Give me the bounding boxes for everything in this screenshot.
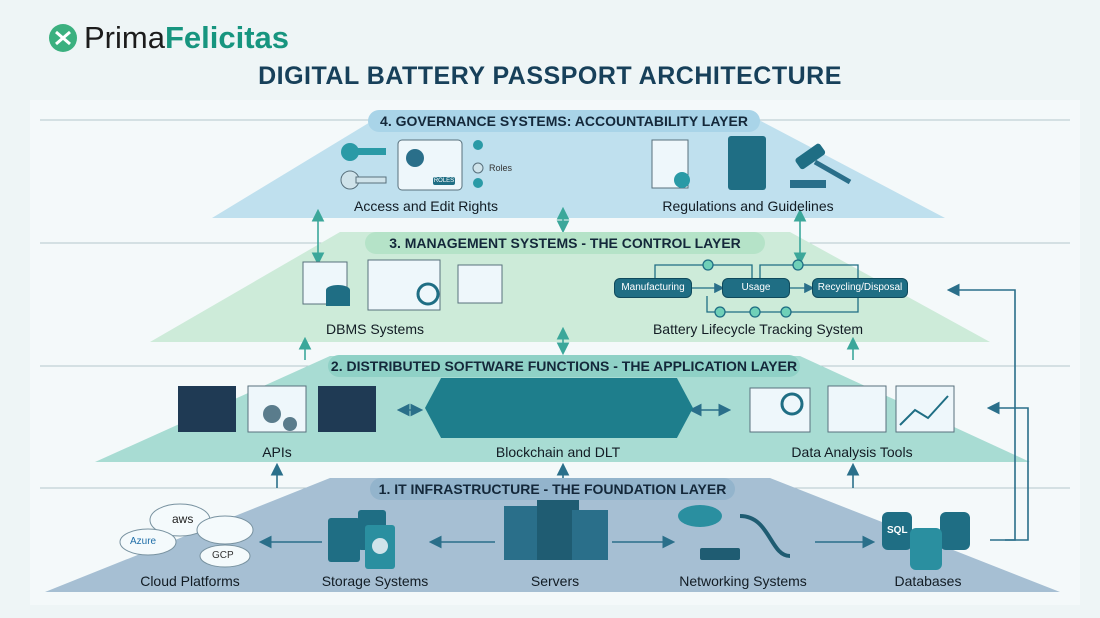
networking-systems-label: Networking Systems bbox=[679, 573, 807, 589]
lifecycle-node-usage: Usage bbox=[722, 278, 790, 298]
access-edit-rights-label: Access and Edit Rights bbox=[354, 198, 498, 214]
inter-layer-arrows bbox=[298, 206, 860, 360]
roles-badge: ROLES bbox=[433, 178, 455, 184]
keys-icon bbox=[340, 143, 387, 190]
blockchain-dlt-label: Blockchain and DLT bbox=[495, 444, 621, 460]
aws-cloud-label: aws bbox=[172, 512, 194, 526]
cloud-platforms-label: Cloud Platforms bbox=[140, 573, 240, 589]
apis-label: APIs bbox=[262, 444, 292, 460]
cloud-platforms-icon bbox=[119, 503, 254, 568]
brand-name-part1: Prima bbox=[84, 20, 165, 55]
data-analysis-tools-label: Data Analysis Tools bbox=[791, 444, 913, 460]
sql-db-label: SQL bbox=[887, 525, 908, 536]
storage-systems-label: Storage Systems bbox=[321, 573, 429, 589]
dbms-icon bbox=[302, 259, 503, 311]
lifecycle-tracking-label: Battery Lifecycle Tracking System bbox=[652, 321, 864, 337]
regulation-documents-icon bbox=[651, 136, 766, 190]
databases-label: Databases bbox=[894, 573, 962, 589]
layer-2-heading: 2. DISTRIBUTED SOFTWARE FUNCTIONS - THE … bbox=[328, 355, 800, 377]
brand-logo: PrimaFelicitas bbox=[48, 20, 289, 56]
api-code-icon bbox=[178, 385, 376, 433]
infra-arrows bbox=[258, 283, 1029, 549]
page-title: DIGITAL BATTERY PASSPORT ARCHITECTURE bbox=[258, 62, 842, 90]
roles-side-label: Roles bbox=[489, 163, 513, 173]
regulations-guidelines-label: Regulations and Guidelines bbox=[662, 198, 834, 214]
layer-1-heading: 1. IT INFRASTRUCTURE - THE FOUNDATION LA… bbox=[370, 478, 735, 500]
databases-icon bbox=[882, 512, 970, 570]
servers-label: Servers bbox=[530, 573, 580, 589]
storage-icon bbox=[328, 510, 395, 569]
networking-icon bbox=[678, 505, 791, 560]
brand-logo-icon bbox=[49, 24, 77, 52]
lifecycle-node-recycling: Recycling/Disposal bbox=[812, 278, 908, 298]
blockchain-cubes-icon bbox=[425, 378, 693, 438]
dbms-systems-label: DBMS Systems bbox=[325, 321, 425, 337]
data-analysis-icon bbox=[749, 385, 955, 433]
servers-icon bbox=[504, 500, 608, 560]
layer-4-heading: 4. GOVERNANCE SYSTEMS: ACCOUNTABILITY LA… bbox=[368, 110, 760, 132]
gcp-cloud-label: GCP bbox=[212, 550, 234, 561]
gavel-icon bbox=[790, 143, 852, 188]
lifecycle-node-manufacturing: Manufacturing bbox=[614, 278, 692, 298]
azure-cloud-label: Azure bbox=[130, 536, 157, 547]
layer-3-heading: 3. MANAGEMENT SYSTEMS - THE CONTROL LAYE… bbox=[365, 232, 765, 254]
lifecycle-dots bbox=[702, 259, 804, 318]
brand-name-part2: Felicitas bbox=[164, 20, 290, 55]
layer-3-trapezoid bbox=[150, 232, 990, 342]
users-roles-icon bbox=[472, 140, 484, 188]
id-card-icon bbox=[397, 139, 463, 191]
